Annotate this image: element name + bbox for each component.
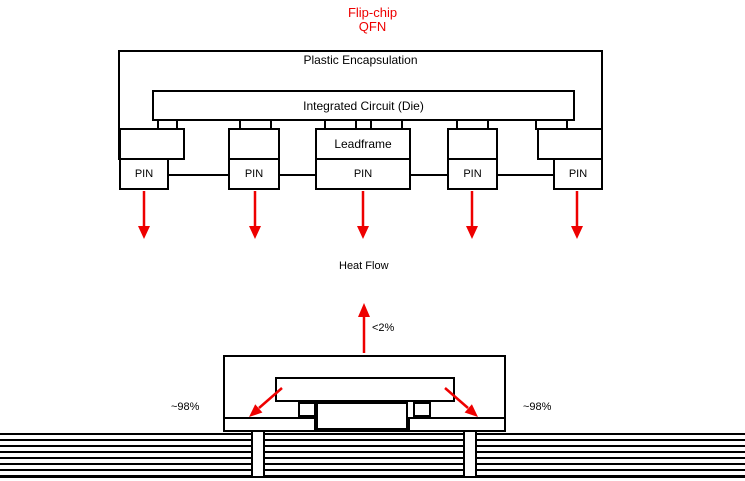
pin-heat-arrow-icon (357, 191, 369, 239)
die-bump-tab (324, 119, 357, 130)
die-bump-tab (239, 119, 272, 130)
pcb-via-right (463, 430, 477, 478)
leadframe-box-1 (119, 128, 185, 160)
die-bump-tab (370, 119, 403, 130)
left-percentage-label: ~98% (171, 401, 200, 413)
right-percentage-label: ~98% (523, 401, 552, 413)
pin-label: PIN (463, 168, 482, 180)
leadframe-label: Leadframe (334, 137, 392, 151)
plastic-bottom-edge (411, 174, 447, 176)
leadframe-box-2 (228, 128, 280, 160)
pin-box-4: PIN (447, 158, 498, 190)
pin-label: PIN (353, 168, 373, 180)
heat-flow-label: Heat Flow (339, 260, 389, 272)
plastic-encapsulation-box (118, 50, 603, 160)
qfn-center-pad (316, 402, 408, 432)
pin-label: PIN (244, 168, 264, 180)
pin-box-1: PIN (119, 158, 169, 190)
leadframe-box-center: Leadframe (315, 128, 411, 160)
pin-heat-arrow-icon (466, 191, 478, 239)
plastic-bottom-edge (498, 174, 553, 176)
pin-heat-arrow-icon (571, 191, 583, 239)
qfn-bump-left (298, 402, 316, 417)
pin-heat-arrow-icon (138, 191, 150, 239)
pcb-board (0, 433, 745, 478)
plastic-encapsulation-label: Plastic Encapsulation (303, 53, 418, 67)
die-label: Integrated Circuit (Die) (303, 98, 424, 113)
die-bump-tab (535, 119, 568, 130)
pin-label: PIN (134, 168, 154, 180)
qfn-pin-right (408, 417, 506, 432)
pcb-via-left (251, 430, 265, 478)
die-box: Integrated Circuit (Die) (152, 90, 575, 121)
pin-label: PIN (568, 168, 588, 180)
pin-box-5: PIN (553, 158, 603, 190)
title-line-1: Flip-chip (347, 5, 398, 20)
pin-box-2: PIN (228, 158, 280, 190)
top-heat-arrow-icon (358, 303, 370, 353)
pin-heat-arrow-icon (249, 191, 261, 239)
plastic-bottom-edge (280, 174, 315, 176)
die-bump-tab (456, 119, 489, 130)
qfn-die-box (275, 377, 455, 402)
die-bump-tab (157, 119, 178, 130)
plastic-bottom-edge (169, 174, 228, 176)
top-percentage-label: <2% (372, 322, 395, 334)
qfn-pin-left (223, 417, 316, 432)
pin-box-3: PIN (315, 158, 411, 190)
leadframe-box-4 (447, 128, 498, 160)
title-line-2: QFN (358, 19, 387, 34)
leadframe-box-5 (537, 128, 603, 160)
qfn-bump-right (413, 402, 431, 417)
